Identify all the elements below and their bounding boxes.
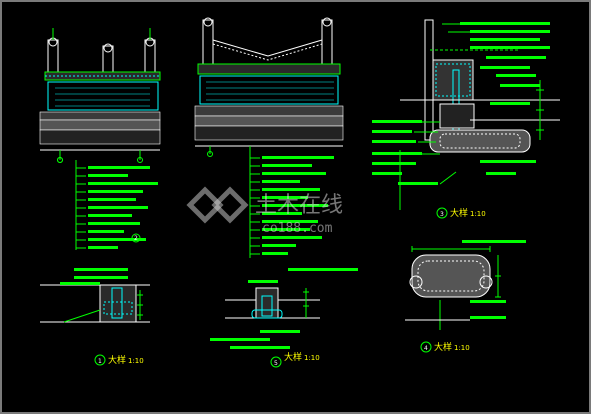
detail-2-number: 2 (134, 235, 138, 242)
watermark-text: 土木在线 (255, 193, 343, 218)
section-detail-bottom-middle: 5 大样 1:10 (210, 268, 358, 368)
detail-3-number: 3 (440, 211, 444, 218)
section-detail-top-middle (194, 17, 344, 258)
detail-5-scale: 1:10 (304, 354, 320, 362)
detail-4-label: 大样 (434, 341, 452, 353)
detail-3-label: 大样 (450, 207, 468, 219)
watermark: 土木在线 co188.com (186, 186, 343, 236)
detail-4-number: 4 (424, 345, 428, 352)
section-detail-top-right: 3 大样 1:10 (372, 19, 560, 219)
section-detail-bottom-right: 4 大样 1:10 (405, 240, 526, 353)
detail-3-scale: 1:10 (470, 210, 486, 218)
section-detail-top-left: 2 (39, 28, 161, 250)
detail-1-scale: 1:10 (128, 357, 144, 365)
detail-1-label: 大样 (108, 354, 126, 366)
watermark-url: co188.com (262, 221, 333, 236)
detail-4-scale: 1:10 (454, 344, 470, 352)
detail-6-marker (57, 157, 63, 163)
section-detail-bottom-left: 1 大样 1:10 (40, 268, 150, 366)
detail-5-number: 5 (274, 360, 278, 367)
detail-1-number: 1 (98, 358, 102, 365)
detail-5-label: 大样 (284, 351, 302, 363)
